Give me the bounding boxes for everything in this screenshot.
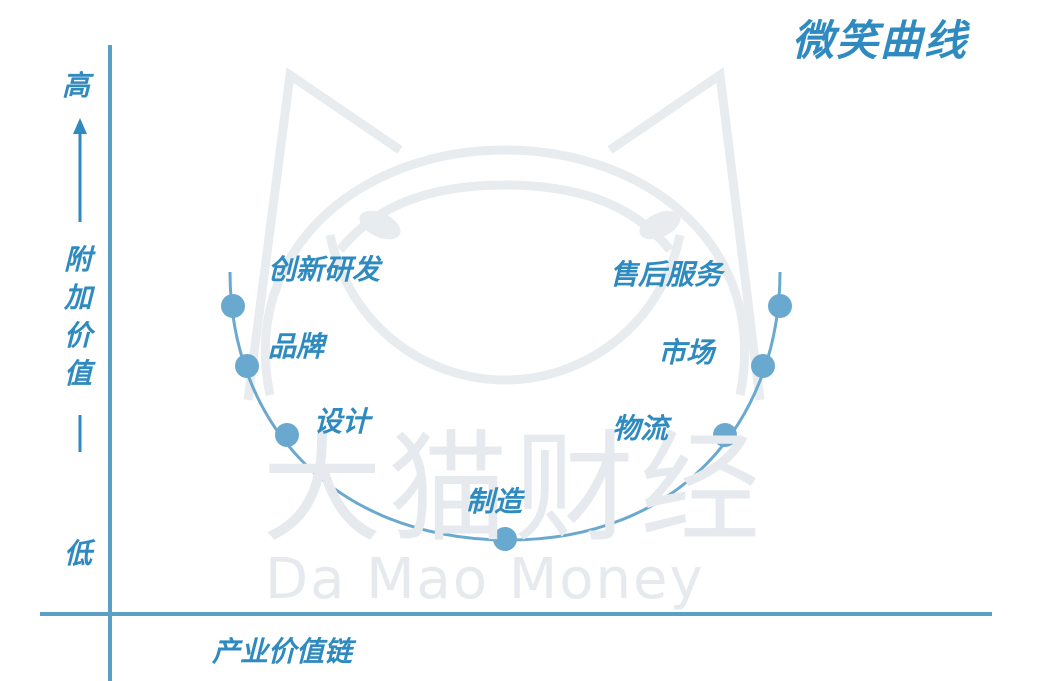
cat-logo-watermark (243, 67, 765, 401)
y-axis-label-char-4: 值 (64, 357, 93, 390)
node-after-sales (768, 294, 792, 318)
y-arrow-head (73, 118, 87, 134)
watermark-en: Da Mao Money (265, 547, 705, 612)
curve-nodes (221, 294, 792, 551)
stage-label-after-sales: 售后服务 (610, 258, 723, 291)
stage-label-logistics: 物流 (612, 412, 669, 445)
y-axis-label-char-1: 附 (64, 243, 93, 276)
x-axis-label: 产业价值链 (212, 635, 353, 668)
y-axis-label-char-2: 加 (64, 281, 93, 314)
y-axis-high-label: 高 (62, 69, 91, 102)
stage-label-design: 设计 (314, 405, 371, 438)
chart-title: 微笑曲线 (791, 16, 968, 65)
y-axis-label-char-3: 价 (64, 319, 93, 352)
node-innovation-rd (221, 294, 245, 318)
stage-label-innovation-rd: 创新研发 (268, 253, 381, 286)
stage-label-brand: 品牌 (268, 330, 325, 363)
node-design (275, 423, 299, 447)
node-market (751, 354, 775, 378)
stage-label-manufacturing: 制造 (466, 485, 523, 518)
node-logistics (713, 423, 737, 447)
watermark-cn: 大猫财经 (262, 420, 766, 559)
node-brand (235, 354, 259, 378)
stage-label-market: 市场 (658, 336, 715, 369)
node-manufacturing (493, 527, 517, 551)
y-axis-low-label: 低 (64, 537, 93, 570)
